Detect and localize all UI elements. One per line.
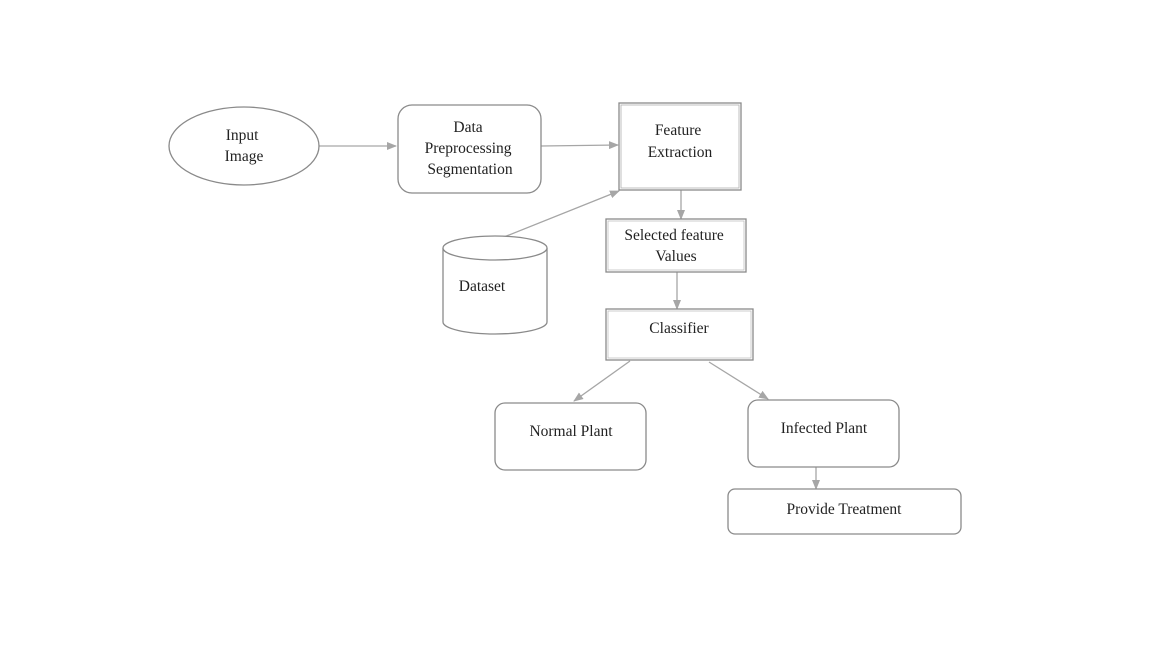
classifier-label: Classifier xyxy=(649,320,709,337)
svg-text:Selected feature Value: Selected feature Values xyxy=(624,227,727,265)
preprocessing-label-line-3: Segmentation xyxy=(427,161,512,178)
svg-text:Dataset: Dataset xyxy=(459,278,506,295)
classifier-shape-inner xyxy=(607,310,752,359)
arrow-preprocessing-to-feature-extraction xyxy=(540,141,619,150)
feature-extraction-label-line-2: Extraction xyxy=(648,144,713,161)
svg-text:Normal Plant: Normal Plant xyxy=(529,423,613,440)
svg-text:Input Image: Input Image xyxy=(225,127,264,165)
node-preprocessing: Data Preprocessing Segmentation xyxy=(397,104,542,194)
normal-plant-shape xyxy=(494,402,647,471)
svg-text:Data Preprocessing: Data Preprocessing Segmentation xyxy=(425,119,516,178)
svg-text:Provide Treatment: Provide Treatment xyxy=(787,501,903,518)
preprocessing-label-line-2: Preprocessing xyxy=(425,140,512,157)
arrow-dataset-to-feature-extraction xyxy=(503,190,620,238)
svg-text:Infected Plant: Infected Plant xyxy=(781,420,868,437)
input-image-shape xyxy=(168,106,320,186)
dataset-cylinder-body xyxy=(442,248,548,335)
node-provide-treatment: Provide Treatment xyxy=(727,488,962,535)
feature-extraction-shape-inner xyxy=(620,104,740,189)
node-feature-extraction: Feature Extraction xyxy=(618,102,742,191)
normal-plant-label: Normal Plant xyxy=(529,423,613,440)
node-input-image: Input Image xyxy=(168,106,320,186)
node-dataset: Dataset xyxy=(442,235,548,335)
connectors xyxy=(319,141,820,490)
selected-features-label-line-1: Selected feature xyxy=(624,227,724,244)
selected-features-shape-outer xyxy=(605,218,747,273)
classifier-shape-outer xyxy=(605,308,754,361)
selected-features-shape-inner xyxy=(607,220,745,271)
provide-treatment-label: Provide Treatment xyxy=(787,501,903,518)
preprocessing-shape xyxy=(397,104,542,194)
node-selected-features: Selected feature Values xyxy=(605,218,747,273)
input-image-label-line-2: Image xyxy=(225,148,264,165)
preprocessing-label-line-1: Data xyxy=(453,119,482,136)
node-normal-plant: Normal Plant xyxy=(494,402,647,471)
dataset-cylinder-top xyxy=(442,235,548,261)
svg-text:Classifier: Classifier xyxy=(649,320,709,337)
feature-extraction-shape-outer xyxy=(618,102,742,191)
arrow-classifier-to-normal-plant xyxy=(573,360,631,402)
selected-features-label-line-2: Values xyxy=(655,248,696,265)
infected-plant-label: Infected Plant xyxy=(781,420,868,437)
dataset-label: Dataset xyxy=(459,278,506,295)
node-infected-plant: Infected Plant xyxy=(747,399,900,468)
feature-extraction-label-line-1: Feature xyxy=(655,122,702,139)
node-classifier: Classifier xyxy=(605,308,754,361)
svg-text:Feature Extraction: Feature Extraction xyxy=(648,122,713,161)
infected-plant-shape xyxy=(747,399,900,468)
provide-treatment-shape xyxy=(727,488,962,535)
arrow-classifier-to-infected-plant xyxy=(708,361,769,400)
input-image-label-line-1: Input xyxy=(226,127,259,144)
